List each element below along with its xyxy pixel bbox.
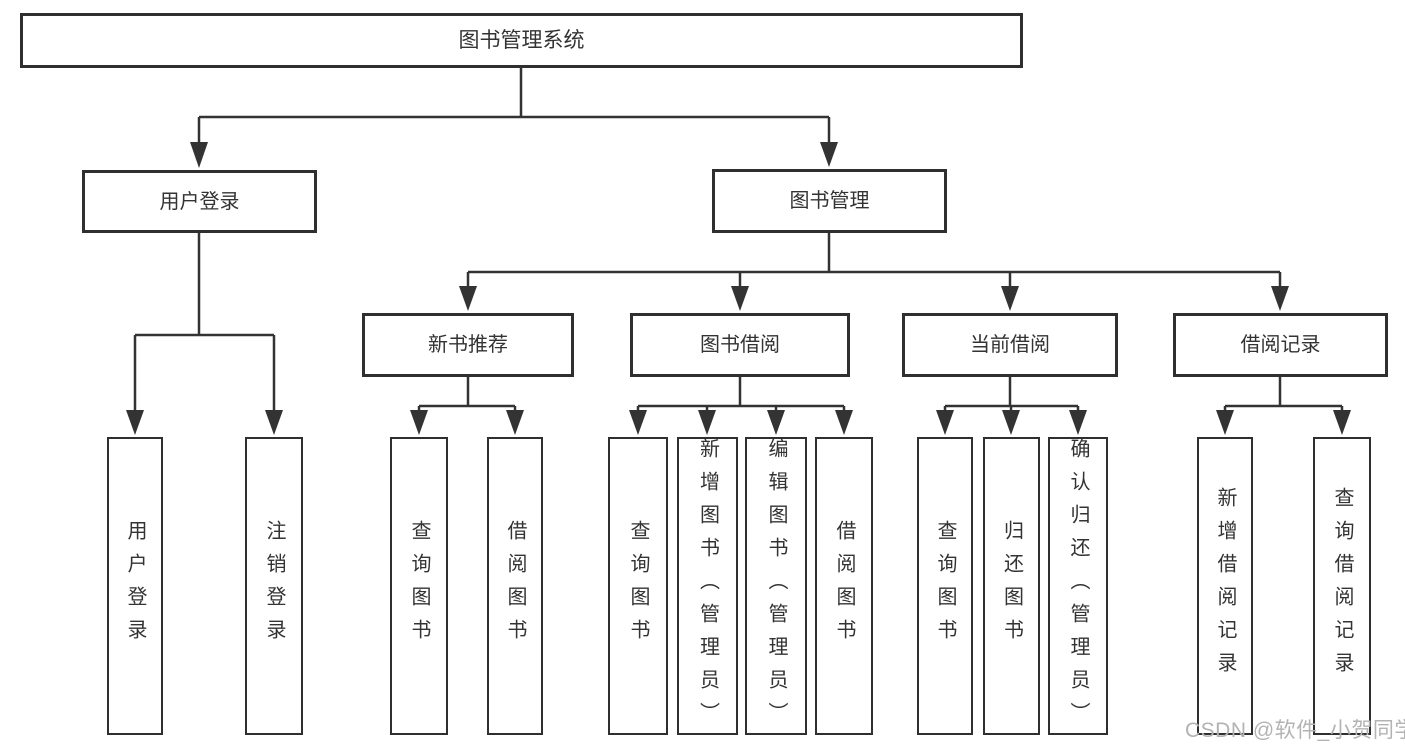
leaf-br-add-record: 新增借阅记录: [1197, 437, 1253, 735]
node-book-borrow: 图书借阅: [630, 313, 850, 377]
leaf-bb-query-books: 查询图书: [608, 437, 668, 735]
leaf-bb-add-books: 新增图书（管理员）: [677, 437, 738, 735]
connector-book-management-to-level3: [459, 233, 1289, 311]
node-borrow-record: 借阅记录: [1173, 313, 1388, 377]
csdn-watermark: CSDN @软件_小贺同学: [1185, 719, 1405, 742]
arrowhead: [731, 286, 749, 311]
connector-root-to-level2: [190, 68, 838, 168]
node-current-borrow: 当前借阅: [902, 313, 1118, 377]
arrowhead: [265, 410, 283, 435]
arrowhead: [820, 142, 838, 167]
arrowhead: [1069, 410, 1087, 435]
leaf-bb-edit-books: 编辑图书（管理员）: [745, 437, 807, 735]
arrowhead: [1216, 410, 1234, 435]
arrowhead: [698, 410, 716, 435]
arrowhead: [936, 410, 954, 435]
arrowhead: [126, 410, 144, 435]
leaf-nbr-borrow-books: 借阅图书: [487, 437, 543, 735]
arrowhead: [1271, 286, 1289, 311]
arrowhead: [506, 410, 524, 435]
connector-current-borrow-to-leaves: [936, 377, 1087, 435]
leaf-cb-confirm-return: 确认归还（管理员）: [1048, 437, 1108, 735]
arrowhead: [190, 142, 208, 168]
node-book-management: 图书管理: [712, 169, 947, 233]
arrowhead: [835, 410, 853, 435]
leaf-nbr-query-books: 查询图书: [390, 437, 448, 735]
arrowhead: [629, 410, 647, 435]
leaf-logout: 注销登录: [245, 437, 303, 735]
connector-book-borrow-to-leaves: [629, 377, 853, 435]
connector-new-book-recommend-to-leaves: [410, 377, 524, 435]
arrowhead: [459, 286, 477, 311]
leaf-cb-return-books: 归还图书: [983, 437, 1040, 735]
connector-borrow-record-to-leaves: [1216, 377, 1351, 435]
connector-user-login-to-leaves: [126, 233, 283, 435]
leaf-cb-query-books: 查询图书: [917, 437, 973, 735]
leaf-user-login: 用户登录: [107, 437, 163, 735]
arrowhead: [410, 410, 428, 435]
node-root-system: 图书管理系统: [20, 13, 1023, 68]
node-new-book-recommend: 新书推荐: [362, 313, 574, 377]
node-user-login: 用户登录: [82, 170, 317, 233]
arrowhead: [1002, 410, 1020, 435]
arrowhead: [767, 410, 785, 435]
arrowhead: [1333, 410, 1351, 435]
leaf-bb-borrow-books: 借阅图书: [815, 437, 873, 735]
leaf-br-query-record: 查询借阅记录: [1313, 437, 1371, 735]
arrowhead: [1001, 286, 1019, 311]
